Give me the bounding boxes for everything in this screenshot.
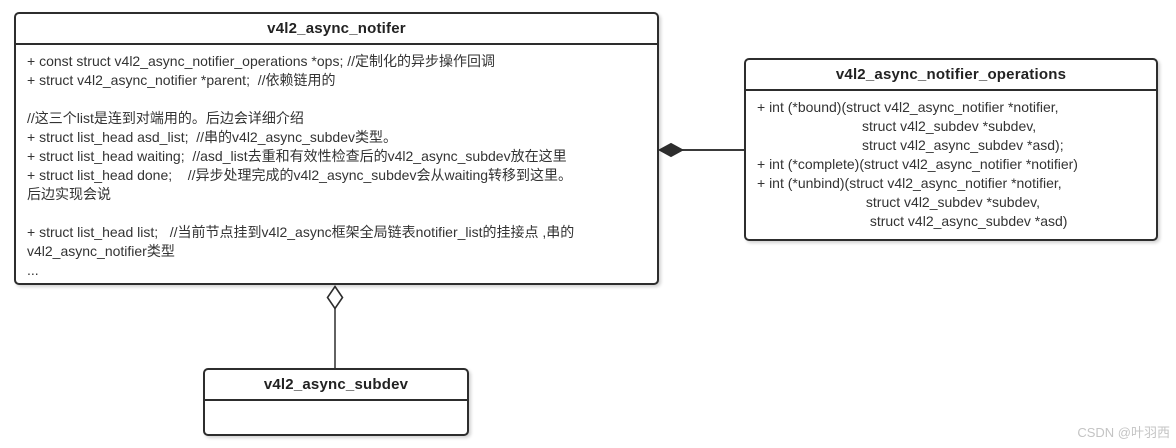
code-line: struct v4l2_async_subdev *asd); — [757, 137, 1064, 153]
csdn-watermark: CSDN @叶羽西 — [1077, 425, 1170, 440]
code-line: struct v4l2_subdev *subdev, — [757, 118, 1037, 134]
code-line — [27, 90, 646, 109]
connector-notifer-operations — [657, 142, 744, 158]
code-line: + const struct v4l2_async_notifier_opera… — [27, 53, 496, 69]
code-line: + int (*complete)(struct v4l2_async_noti… — [757, 156, 1078, 172]
code-line: + int (*unbind)(struct v4l2_async_notifi… — [757, 175, 1062, 191]
code-line: //这三个list是连到对端用的。后边会详细介绍 — [27, 110, 304, 126]
code-line: 后边实现会说 — [27, 186, 111, 202]
code-line: struct v4l2_subdev *subdev, — [757, 194, 1040, 210]
code-line: + int (*bound)(struct v4l2_async_notifie… — [757, 99, 1059, 115]
filled-diamond-icon — [657, 142, 685, 158]
class-box-v4l2-async-notifier-operations: v4l2_async_notifier_operations + int (*b… — [744, 58, 1158, 241]
class-title: v4l2_async_notifier_operations — [746, 60, 1156, 91]
class-body — [205, 401, 467, 434]
code-line: + struct list_head waiting; //asd_list去重… — [27, 148, 567, 164]
class-box-v4l2-async-notifer: v4l2_async_notifer + const struct v4l2_a… — [14, 12, 659, 285]
code-line — [27, 204, 646, 223]
connector-notifer-subdev — [326, 285, 344, 368]
code-line: + struct list_head asd_list; //串的v4l2_as… — [27, 129, 398, 145]
code-line: ... — [27, 262, 39, 278]
code-line: + struct list_head list; //当前节点挂到v4l2_as… — [27, 224, 575, 240]
class-title: v4l2_async_subdev — [205, 370, 467, 401]
code-line: v4l2_async_notifier类型 — [27, 243, 175, 259]
class-body: + const struct v4l2_async_notifier_opera… — [16, 45, 657, 283]
code-line: struct v4l2_async_subdev *asd) — [757, 213, 1068, 229]
code-line: + struct v4l2_async_notifier *parent; //… — [27, 72, 336, 88]
code-line: + struct list_head done; //异步处理完成的v4l2_a… — [27, 167, 573, 183]
hollow-diamond-icon — [326, 285, 344, 310]
class-body: + int (*bound)(struct v4l2_async_notifie… — [746, 91, 1156, 238]
class-title: v4l2_async_notifer — [16, 14, 657, 45]
class-box-v4l2-async-subdev: v4l2_async_subdev — [203, 368, 469, 436]
